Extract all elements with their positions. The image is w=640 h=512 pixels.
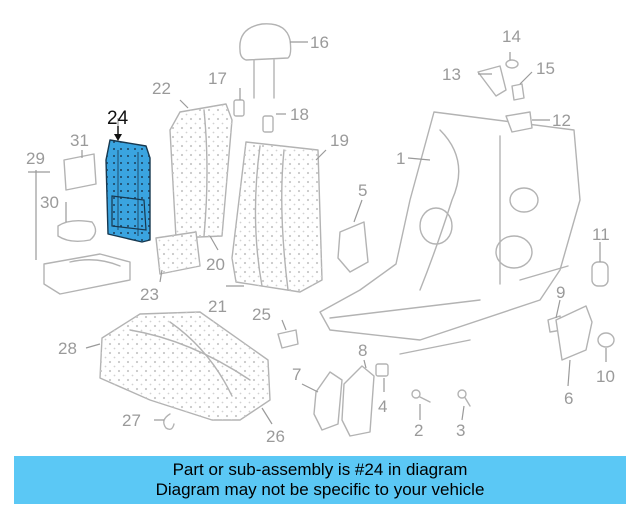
cover-15-part[interactable]: [511, 83, 525, 101]
seatback-pad-part[interactable]: [169, 103, 233, 239]
callout-8: 8: [358, 341, 367, 360]
svg-text:24: 24: [107, 108, 129, 129]
callout-26: 26: [266, 427, 285, 446]
part-24-label: 24: [107, 108, 129, 141]
leader-lines: [28, 41, 607, 425]
seat-frame-part[interactable]: [319, 111, 581, 355]
callout-numbers: 16 14 13 15 12 1 19 22 17 18 31 29 30 20…: [26, 27, 615, 446]
bolt-2-part[interactable]: [411, 389, 431, 403]
cap-14-part[interactable]: [505, 59, 519, 69]
callout-21: 21: [208, 297, 227, 316]
latch-13-part[interactable]: [477, 65, 507, 97]
callout-16: 16: [310, 33, 329, 52]
callout-27: 27: [122, 411, 141, 430]
guide-17-part[interactable]: [233, 99, 245, 117]
bracket-29-part[interactable]: [43, 253, 131, 295]
trim-6-part[interactable]: [555, 305, 593, 361]
seat-cushion-part[interactable]: [99, 311, 271, 421]
callout-5: 5: [358, 181, 367, 200]
info-banner: Part or sub-assembly is #24 in diagram D…: [14, 456, 626, 504]
pad-23-part[interactable]: [155, 231, 201, 275]
hinge-12-part[interactable]: [505, 111, 533, 133]
guide-18-part[interactable]: [262, 115, 274, 133]
callout-28: 28: [58, 339, 77, 358]
clip-27-part[interactable]: [163, 413, 175, 431]
cover-7-part[interactable]: [313, 371, 343, 431]
bolt-3-part[interactable]: [457, 389, 471, 407]
callout-10: 10: [596, 367, 615, 386]
headrest-part[interactable]: [239, 23, 292, 99]
callout-3: 3: [456, 421, 465, 440]
callout-29: 29: [26, 149, 45, 168]
knob-11-part[interactable]: [591, 261, 609, 287]
callout-25: 25: [252, 305, 271, 324]
callout-30: 30: [40, 193, 59, 212]
callout-13: 13: [442, 65, 461, 84]
callout-19: 19: [330, 131, 349, 150]
callout-17: 17: [208, 69, 227, 88]
clip-25-part[interactable]: [277, 329, 299, 349]
callout-31: 31: [70, 131, 89, 150]
callout-20: 20: [206, 255, 225, 274]
seatback-cover-part[interactable]: [231, 141, 323, 293]
callout-11: 11: [592, 225, 610, 244]
part-24-highlighted[interactable]: [105, 139, 151, 243]
callout-1: 1: [396, 149, 405, 168]
callout-23: 23: [140, 285, 159, 304]
callout-9: 9: [556, 283, 565, 302]
bracket-5-part[interactable]: [337, 221, 369, 273]
callout-22: 22: [152, 79, 171, 98]
parts-diagram: 24 16 14 13 15 12 1 19 22 17 18 31 29 30…: [26, 23, 615, 446]
callout-15: 15: [536, 59, 555, 78]
callout-2: 2: [414, 421, 423, 440]
cap-10-part[interactable]: [597, 332, 615, 348]
callout-4: 4: [378, 397, 387, 416]
callout-18: 18: [290, 105, 309, 124]
cover-31-part[interactable]: [63, 153, 97, 191]
banner-line-1: Part or sub-assembly is #24 in diagram: [172, 460, 468, 479]
banner-line-2: Diagram may not be specific to your vehi…: [155, 480, 485, 499]
callout-12: 12: [552, 111, 571, 130]
bracket-30-part[interactable]: [57, 219, 97, 243]
callout-14: 14: [502, 27, 521, 46]
callout-6: 6: [564, 389, 573, 408]
callout-7: 7: [292, 365, 301, 384]
cover-8-part[interactable]: [341, 365, 375, 437]
clip-4-part[interactable]: [375, 363, 389, 377]
